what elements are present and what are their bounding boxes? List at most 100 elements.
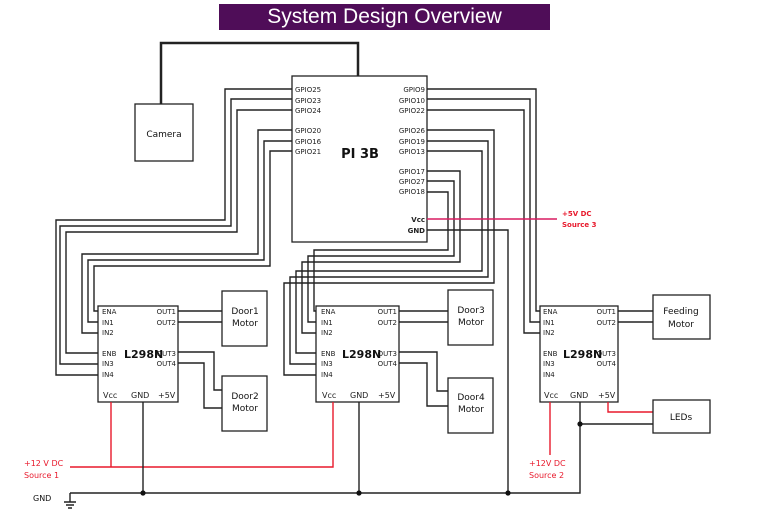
gnd-bus xyxy=(64,402,653,509)
svg-text:Motor: Motor xyxy=(232,404,258,414)
svg-text:+5V: +5V xyxy=(378,391,396,400)
svg-text:IN4: IN4 xyxy=(321,371,333,379)
pi-pin: GPIO25 xyxy=(295,86,321,94)
motor-door3: Door3 Motor xyxy=(399,289,494,346)
page-title: System Design Overview xyxy=(267,5,502,28)
svg-text:Vcc: Vcc xyxy=(103,391,117,400)
pi-pin: GPIO9 xyxy=(403,86,425,94)
pi-left-pins: GPIO25 GPIO23 GPIO24 GPIO20 GPIO16 GPIO2… xyxy=(295,86,322,156)
ground-icon xyxy=(64,493,76,509)
pi-pin: GPIO26 xyxy=(399,127,426,135)
pi-pin: GPIO22 xyxy=(399,107,425,115)
svg-text:LEDs: LEDs xyxy=(670,413,693,423)
svg-text:OUT1: OUT1 xyxy=(378,308,397,316)
pi-pin: GPIO13 xyxy=(399,148,425,156)
motor-feeding: Feeding Motor xyxy=(618,294,711,340)
source3-line1: +5V DC xyxy=(562,210,592,218)
svg-text:IN2: IN2 xyxy=(321,329,333,337)
svg-text:OUT3: OUT3 xyxy=(157,350,176,358)
svg-text:OUT4: OUT4 xyxy=(378,360,398,368)
pi-pin: GPIO16 xyxy=(295,138,322,146)
source1-line1: +12 V DC xyxy=(24,459,64,468)
pi-pin: GPIO19 xyxy=(399,138,425,146)
svg-text:IN4: IN4 xyxy=(543,371,555,379)
pi-box xyxy=(291,75,428,243)
title-bar: System Design Overview xyxy=(219,4,550,30)
svg-text:ENB: ENB xyxy=(102,350,117,358)
svg-text:L298N: L298N xyxy=(563,348,602,361)
pi-to-driver3-wires xyxy=(427,88,540,334)
source2-line1: +12V DC xyxy=(529,459,566,468)
svg-text:Door1: Door1 xyxy=(231,307,258,317)
pi-label: PI 3B xyxy=(341,147,379,162)
svg-text:IN2: IN2 xyxy=(102,329,114,337)
driver-2: ENA IN1 IN2 ENB IN3 IN4 OUT1 OUT2 OUT3 O… xyxy=(315,305,400,403)
svg-text:Motor: Motor xyxy=(458,318,484,328)
driver-3: ENA IN1 IN2 ENB IN3 IN4 OUT1 OUT2 OUT3 O… xyxy=(539,305,619,403)
svg-text:Motor: Motor xyxy=(668,320,694,330)
pi-vcc-pin: Vcc xyxy=(411,216,425,224)
svg-text:Feeding: Feeding xyxy=(663,307,698,317)
svg-text:Motor: Motor xyxy=(232,319,258,329)
gnd-label: GND xyxy=(33,494,51,503)
svg-text:Door2: Door2 xyxy=(231,392,258,402)
svg-text:Vcc: Vcc xyxy=(544,391,558,400)
svg-text:Motor: Motor xyxy=(458,405,484,415)
svg-text:IN3: IN3 xyxy=(543,360,555,368)
pi-gnd-pin: GND xyxy=(408,227,426,235)
svg-text:OUT1: OUT1 xyxy=(597,308,616,316)
pi-pin: GPIO10 xyxy=(399,97,425,105)
pi-right-pins: GPIO9 GPIO10 GPIO22 GPIO26 GPIO19 GPIO13… xyxy=(399,86,426,235)
svg-text:ENB: ENB xyxy=(543,350,558,358)
pi-to-driver1-wires xyxy=(55,88,292,376)
svg-text:Door4: Door4 xyxy=(457,393,485,403)
camera-box xyxy=(134,103,194,162)
motor-door4: Door4 Motor xyxy=(399,351,494,434)
camera-label: Camera xyxy=(146,130,181,140)
svg-text:IN4: IN4 xyxy=(102,371,114,379)
pi-pin: GPIO17 xyxy=(399,168,425,176)
svg-text:Door3: Door3 xyxy=(457,306,484,316)
pi-to-driver2-wires xyxy=(283,129,495,376)
pi-pin: GPIO21 xyxy=(295,148,321,156)
source3-line2: Source 3 xyxy=(562,221,597,229)
svg-text:ENA: ENA xyxy=(102,308,117,316)
svg-text:IN3: IN3 xyxy=(321,360,333,368)
svg-text:OUT1: OUT1 xyxy=(157,308,176,316)
svg-text:IN2: IN2 xyxy=(543,329,555,337)
svg-text:L298N: L298N xyxy=(342,348,381,361)
svg-text:OUT3: OUT3 xyxy=(597,350,616,358)
pi-pin: GPIO20 xyxy=(295,127,321,135)
source1-line2: Source 1 xyxy=(24,471,59,480)
pi-pin: GPIO18 xyxy=(399,188,425,196)
pi-pin: GPIO23 xyxy=(295,97,321,105)
svg-text:IN1: IN1 xyxy=(543,319,555,327)
motor-door2: Door2 Motor xyxy=(178,351,268,432)
leds-box: LEDs xyxy=(607,399,711,434)
svg-text:GND: GND xyxy=(570,391,588,400)
svg-text:IN1: IN1 xyxy=(102,319,114,327)
source2-line2: Source 2 xyxy=(529,471,564,480)
svg-text:ENA: ENA xyxy=(543,308,558,316)
pi-pin: GPIO24 xyxy=(295,107,322,115)
svg-text:OUT4: OUT4 xyxy=(597,360,617,368)
svg-text:ENB: ENB xyxy=(321,350,336,358)
svg-text:OUT3: OUT3 xyxy=(378,350,397,358)
svg-text:GND: GND xyxy=(350,391,368,400)
motor-door1: Door1 Motor xyxy=(178,290,268,347)
svg-text:+5V: +5V xyxy=(598,391,616,400)
svg-text:OUT4: OUT4 xyxy=(157,360,177,368)
svg-text:IN1: IN1 xyxy=(321,319,333,327)
svg-text:IN3: IN3 xyxy=(102,360,114,368)
pi-pin: GPIO27 xyxy=(399,178,425,186)
svg-text:OUT2: OUT2 xyxy=(378,319,397,327)
svg-text:OUT2: OUT2 xyxy=(157,319,176,327)
svg-text:OUT2: OUT2 xyxy=(597,319,616,327)
source1-wire xyxy=(70,402,334,468)
driver-1: ENA IN1 IN2 ENB IN3 IN4 OUT1 OUT2 OUT3 O… xyxy=(97,305,179,403)
svg-text:Vcc: Vcc xyxy=(322,391,336,400)
svg-text:L298N: L298N xyxy=(124,348,163,361)
pi-gnd-wire xyxy=(427,229,509,493)
svg-text:ENA: ENA xyxy=(321,308,336,316)
